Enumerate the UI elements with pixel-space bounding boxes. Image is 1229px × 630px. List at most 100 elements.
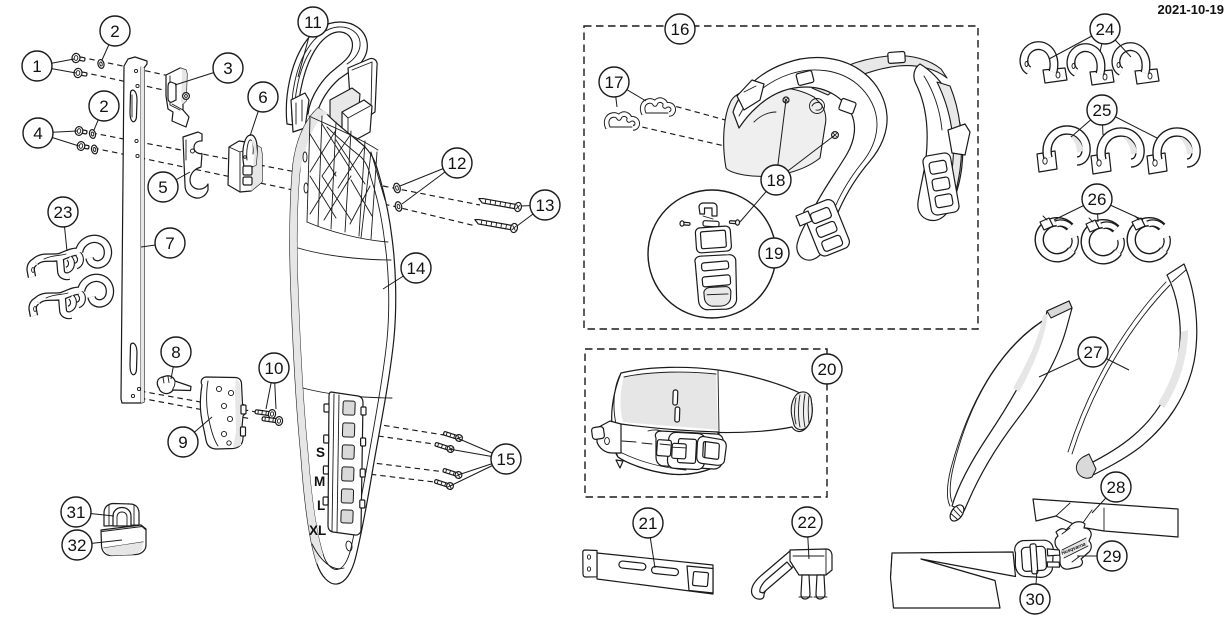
callout-28[interactable]: 28 — [1091, 471, 1132, 514]
callout-15-bubble[interactable] — [490, 443, 522, 475]
callout-8-bubble[interactable] — [160, 336, 192, 368]
callout-10-bubble[interactable] — [258, 352, 290, 384]
callout-1-bubble[interactable] — [21, 50, 53, 82]
part-14-back-plate: S M L XL — [289, 107, 397, 585]
callout-32[interactable]: 32 — [61, 529, 123, 561]
callout-2-number: 2 — [99, 97, 108, 116]
callout-22-bubble[interactable] — [791, 506, 823, 538]
part-6-clamp-housing — [227, 134, 263, 193]
callout-10[interactable]: 10 — [258, 352, 290, 410]
callout-6[interactable]: 6 — [247, 81, 279, 137]
callout-17[interactable]: 17 — [598, 66, 647, 108]
callout-11[interactable]: 11 — [297, 6, 329, 78]
callout-21-bubble[interactable] — [632, 507, 664, 539]
callout-16-bubble[interactable] — [664, 13, 696, 45]
callout-16[interactable]: 16 — [664, 13, 696, 45]
callout-25-number: 25 — [1093, 101, 1112, 120]
callout-21[interactable]: 21 — [632, 507, 664, 569]
callout-24-bubble[interactable] — [1089, 13, 1121, 45]
part-17-wire-clips — [603, 100, 674, 131]
part-29-buckle: Husqvarna — [1054, 521, 1092, 570]
callout-32-bubble[interactable] — [61, 529, 93, 561]
part-10-screws — [254, 409, 284, 426]
callout-30-bubble[interactable] — [1019, 583, 1051, 615]
size-label-l: L — [317, 498, 325, 513]
callout-13[interactable]: 13 — [516, 189, 561, 227]
part-23-clips — [26, 234, 110, 316]
callout-8[interactable]: 8 — [160, 336, 192, 380]
size-label-m: M — [314, 474, 325, 489]
callout-7-bubble[interactable] — [154, 227, 186, 259]
callout-4-bubble[interactable] — [22, 117, 54, 149]
callouts-layer: 1234256723891031321112131415161718192021… — [21, 6, 1158, 615]
callout-25-bubble[interactable] — [1086, 94, 1118, 126]
callout-3-bubble[interactable] — [212, 52, 244, 84]
callout-25[interactable]: 25 — [1070, 94, 1158, 139]
callout-15-number: 15 — [497, 450, 516, 469]
detail-ladder-buckle — [694, 254, 738, 311]
callout-8-number: 8 — [171, 343, 180, 362]
group-20-box — [584, 348, 828, 498]
callout-20-bubble[interactable] — [811, 353, 843, 385]
callout-27[interactable]: 27 — [1038, 336, 1130, 378]
callout-19-bubble[interactable] — [758, 237, 790, 269]
part-16-headgear — [603, 50, 971, 319]
callout-4[interactable]: 4 — [22, 117, 80, 149]
callout-19[interactable]: 19 — [758, 237, 790, 269]
callout-14[interactable]: 14 — [382, 252, 432, 290]
callout-12-bubble[interactable] — [441, 147, 473, 179]
callout-24-number: 24 — [1096, 20, 1115, 39]
callout-2-bubble[interactable] — [99, 15, 131, 47]
part-27-stays — [947, 263, 1198, 522]
callout-18[interactable]: 18 — [739, 99, 836, 223]
part-4-screws — [74, 126, 90, 151]
callout-26-bubble[interactable] — [1081, 183, 1113, 215]
callout-2[interactable]: 2 — [88, 90, 120, 131]
callout-20[interactable]: 20 — [811, 353, 843, 385]
callout-26[interactable]: 26 — [1053, 183, 1144, 223]
callout-6-bubble[interactable] — [247, 81, 279, 113]
callout-31[interactable]: 31 — [60, 496, 115, 528]
callout-9[interactable]: 9 — [167, 416, 213, 458]
callout-10-number: 10 — [265, 359, 284, 378]
callout-32-number: 32 — [68, 536, 87, 555]
callout-11-bubble[interactable] — [297, 6, 329, 38]
detail-bar — [702, 220, 720, 228]
callout-31-bubble[interactable] — [60, 496, 92, 528]
callout-5-bubble[interactable] — [147, 171, 179, 203]
callout-1[interactable]: 1 — [21, 50, 77, 82]
callout-27-bubble[interactable] — [1077, 336, 1109, 368]
callout-24[interactable]: 24 — [1048, 13, 1132, 60]
callout-17-bubble[interactable] — [598, 66, 630, 98]
callout-3-number: 3 — [223, 59, 232, 78]
callout-22[interactable]: 22 — [791, 506, 823, 560]
callout-23[interactable]: 23 — [47, 196, 79, 252]
callout-7[interactable]: 7 — [140, 227, 186, 259]
callout-18-bubble[interactable] — [760, 164, 792, 196]
callout-3[interactable]: 3 — [174, 52, 244, 86]
part-9-mounting-plate — [199, 376, 247, 450]
callout-14-bubble[interactable] — [400, 252, 432, 284]
callout-30[interactable]: 30 — [1019, 569, 1051, 615]
callout-7-number: 7 — [165, 234, 174, 253]
callout-29-bubble[interactable] — [1096, 540, 1128, 572]
callout-15[interactable]: 15 — [448, 437, 522, 487]
callout-2-bubble[interactable] — [88, 90, 120, 122]
callout-5[interactable]: 5 — [147, 171, 191, 203]
part-2-washer-upper — [97, 59, 105, 69]
callout-28-bubble[interactable] — [1100, 471, 1132, 503]
date-label: 2021-10-19 — [1158, 2, 1225, 17]
callout-12[interactable]: 12 — [399, 147, 473, 205]
callout-29[interactable]: 29 — [1077, 540, 1128, 572]
callout-26-number: 26 — [1088, 190, 1107, 209]
part-11-frame-top — [285, 21, 378, 145]
callout-2[interactable]: 2 — [99, 15, 131, 61]
part-12-washers — [393, 182, 403, 212]
callout-13-bubble[interactable] — [529, 189, 561, 221]
callout-9-bubble[interactable] — [167, 426, 199, 458]
part-31-guide-top — [103, 502, 140, 527]
part-5-hook-plate — [182, 131, 209, 199]
callout-23-bubble[interactable] — [47, 196, 79, 228]
callout-4-number: 4 — [33, 124, 42, 143]
